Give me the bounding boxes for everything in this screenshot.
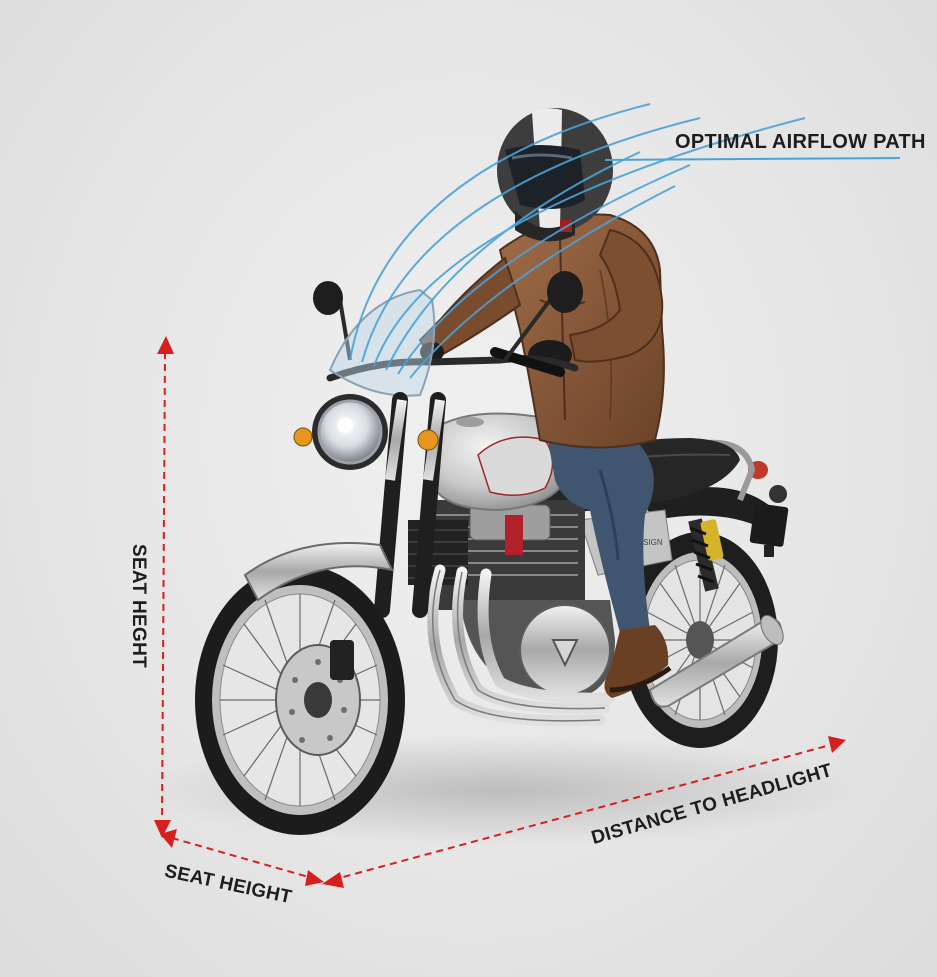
dimension-distance-to-headlight <box>322 736 846 888</box>
mirror-right <box>503 271 583 362</box>
seat-height-vertical-label: SEAT HEGHT <box>128 543 149 669</box>
airflow-path-label: OPTIMAL AIRFLOW PATH <box>675 131 926 153</box>
arrowhead-icon <box>305 870 324 886</box>
headlight <box>312 394 388 470</box>
windscreen <box>328 288 436 397</box>
mirror-left <box>313 281 352 361</box>
front-fender <box>243 542 394 602</box>
license-plate-bracket <box>749 503 789 547</box>
arrowhead-icon <box>828 736 846 753</box>
rear-shock <box>688 518 724 592</box>
rear-turn-signal <box>769 485 787 503</box>
triangle-badge-icon <box>551 639 579 668</box>
front-turn-signal-left <box>293 427 313 447</box>
airflow-label-underline <box>604 157 901 161</box>
arrowhead-icon <box>154 820 171 838</box>
arrowhead-icon <box>322 872 344 888</box>
boot-sole <box>609 665 672 693</box>
arrowhead-icon <box>160 829 177 848</box>
airflow-lines <box>349 103 806 379</box>
front-wheel <box>195 565 405 835</box>
muffler <box>648 614 784 708</box>
front-turn-signal-right <box>417 429 439 451</box>
svg-text:DESIGN: DESIGN <box>632 538 663 547</box>
arrowhead-icon <box>157 336 174 354</box>
dimension-seat-height-horizontal <box>160 829 324 886</box>
rider-leg <box>548 433 672 698</box>
rider-arm-near <box>568 228 664 363</box>
rear-fender <box>640 487 782 540</box>
dimension-seat-height-vertical <box>154 336 174 838</box>
